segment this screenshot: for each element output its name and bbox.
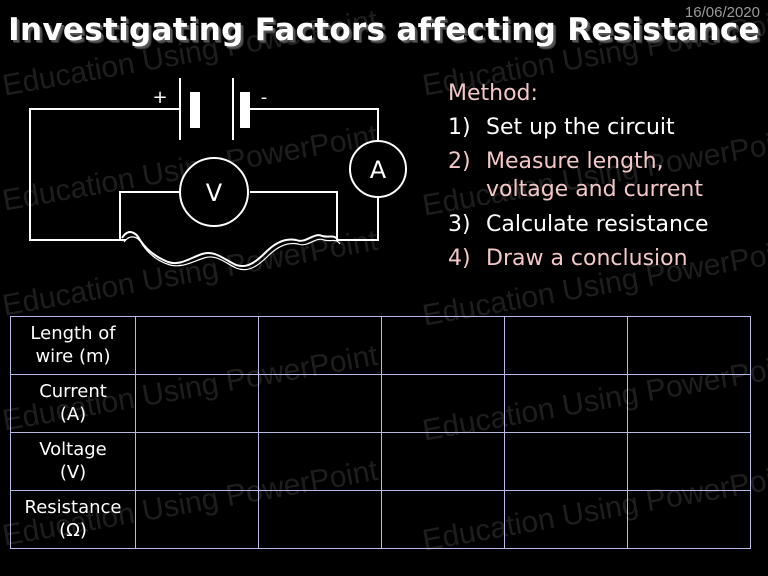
table-cell[interactable]: [381, 374, 505, 433]
slide-date: 16/06/2020: [684, 4, 760, 21]
resistance-wire: [121, 231, 339, 268]
circuit-diagram: + - A V: [29, 78, 407, 271]
resistance-wire: [123, 236, 341, 271]
method-heading: Method:: [448, 81, 538, 106]
voltmeter: [179, 157, 249, 227]
table-cell[interactable]: [504, 432, 628, 491]
table-cell[interactable]: [258, 432, 382, 491]
battery-minus-label: -: [261, 87, 268, 108]
voltmeter-label: V: [206, 179, 223, 207]
wire: [250, 191, 338, 240]
table-cell[interactable]: [627, 432, 751, 491]
ammeter-label: A: [370, 156, 387, 184]
method-step: 1) Set up the circuit: [448, 114, 758, 142]
table-row: Voltage(V): [10, 432, 751, 491]
battery-plate-short: [240, 92, 250, 128]
table-cell[interactable]: [504, 374, 628, 433]
table-cell[interactable]: [504, 316, 628, 375]
wire: [119, 191, 181, 240]
method-panel: Method: 1) Set up the circuit 2) Measure…: [448, 80, 758, 279]
row-header: Resistance(Ω): [10, 490, 136, 549]
table-cell[interactable]: [504, 490, 628, 549]
table-cell[interactable]: [135, 316, 259, 375]
method-step: 4) Draw a conclusion: [448, 245, 758, 273]
method-step: 3) Calculate resistance: [448, 211, 758, 239]
table-cell[interactable]: [627, 316, 751, 375]
table-cell[interactable]: [627, 490, 751, 549]
wire: [29, 108, 180, 241]
step-number: 1): [448, 115, 471, 141]
table-cell[interactable]: [258, 374, 382, 433]
table-row: Resistance(Ω): [10, 490, 751, 549]
step-text: Set up the circuit: [486, 115, 675, 141]
row-header: Current(A): [10, 374, 136, 433]
method-step: 2) Measure length,voltage and current: [448, 148, 758, 204]
step-text: Draw a conclusion: [486, 245, 688, 271]
row-header: Voltage(V): [10, 432, 136, 491]
battery-plus-label: +: [152, 87, 167, 108]
method-steps: 1) Set up the circuit 2) Measure length,…: [448, 114, 758, 273]
table-cell[interactable]: [258, 490, 382, 549]
step-number: 4): [448, 245, 471, 271]
step-number: 2): [448, 149, 471, 175]
slide-title: Investigating Factors affecting Resistan…: [8, 12, 760, 48]
table-cell[interactable]: [135, 432, 259, 491]
table-cell[interactable]: [381, 316, 505, 375]
table-cell[interactable]: [627, 374, 751, 433]
table-cell[interactable]: [258, 316, 382, 375]
table-cell[interactable]: [135, 490, 259, 549]
battery-plate-short: [190, 92, 200, 128]
wire: [336, 197, 379, 241]
wire: [250, 108, 379, 141]
table-cell[interactable]: [135, 374, 259, 433]
table-row: Current(A): [10, 374, 751, 433]
table-cell[interactable]: [381, 432, 505, 491]
step-number: 3): [448, 211, 471, 237]
step-text: Measure length,voltage and current: [486, 149, 703, 203]
ammeter: [349, 140, 407, 198]
step-text: Calculate resistance: [486, 211, 709, 237]
table-cell[interactable]: [381, 490, 505, 549]
